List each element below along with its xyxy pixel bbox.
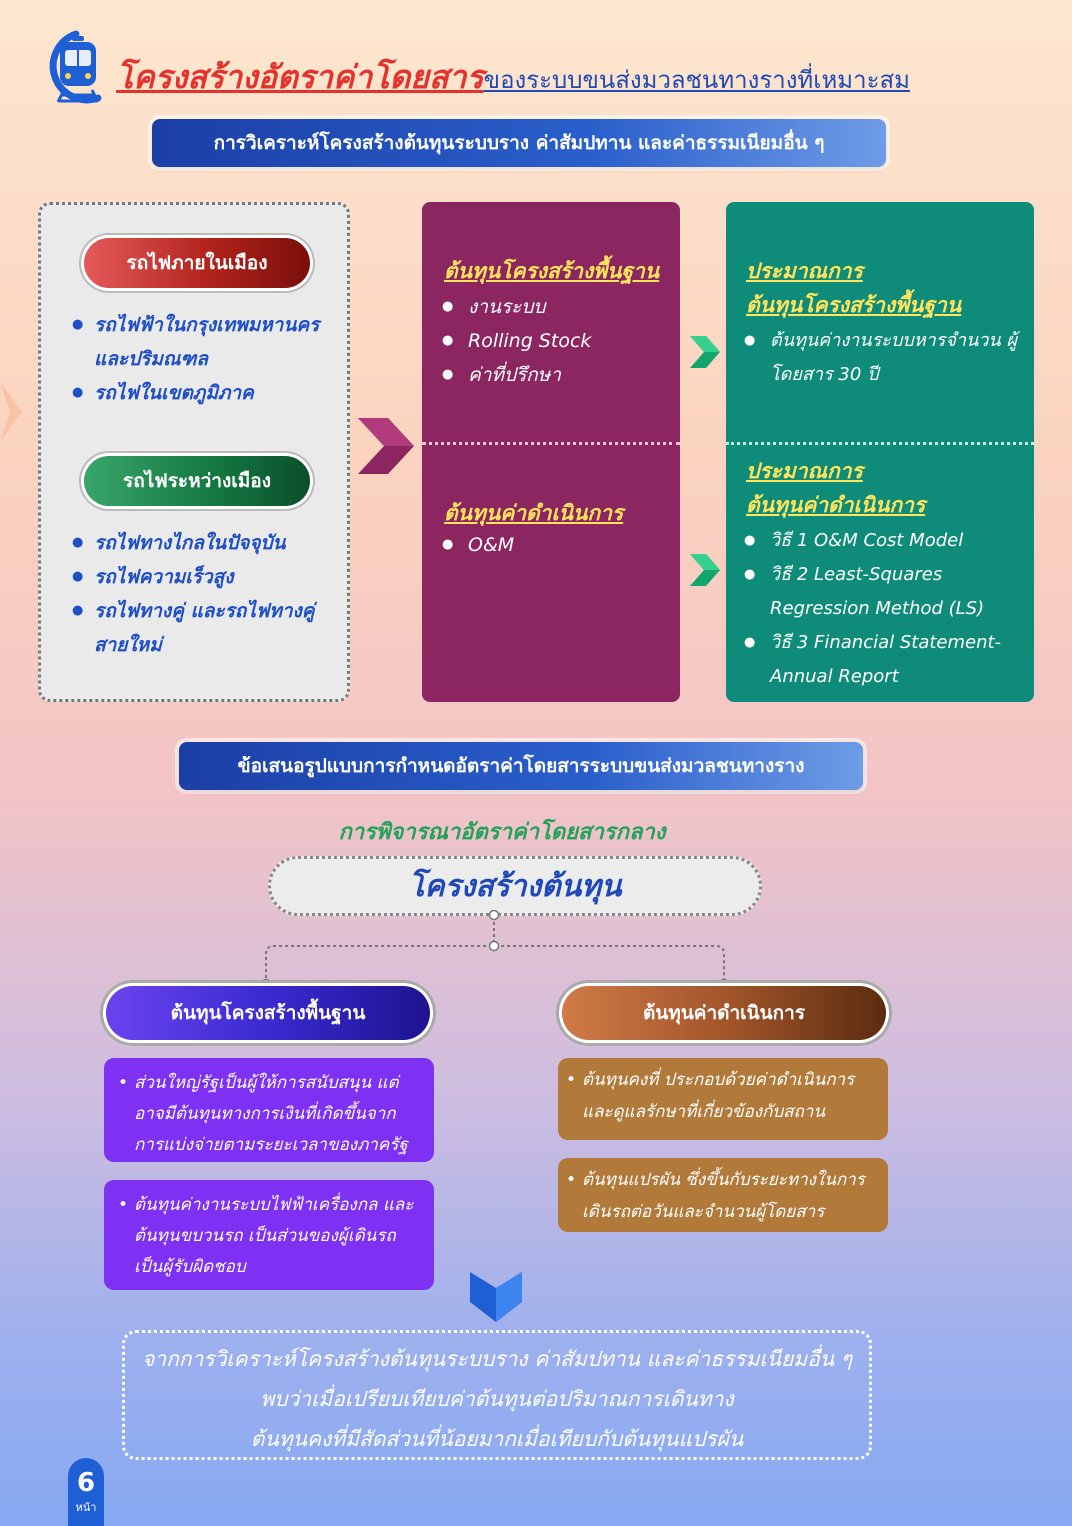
ops-estimate-list-wrap: วิธี 1 O&M Cost Model วิธี 2 Least-Squar… xyxy=(744,524,1030,694)
heading-line: ประมาณการ xyxy=(746,459,863,483)
page-number-badge: 6 หน้า xyxy=(68,1458,104,1526)
cost-structure-box: โครงสร้างต้นทุน xyxy=(268,856,762,916)
proposal-banner: ข้อเสนอรูปแบบการกำหนดอัตราค่าโดยสารระบบข… xyxy=(179,742,863,790)
list-item: รถไฟฟ้าในกรุงเทพมหานคร และปริมณฑล xyxy=(72,308,342,376)
chevron-down-icon xyxy=(470,1272,522,1322)
ops-note-box: ต้นทุนคงที่ ประกอบด้วยค่าดำเนินการ และดู… xyxy=(558,1058,888,1140)
title-main: โครงสร้างอัตราค่าโดยสาร xyxy=(116,58,484,96)
heading-line: ต้นทุนค่าดำเนินการ xyxy=(746,493,926,517)
infra-cost-pill: ต้นทุนโครงสร้างพื้นฐาน xyxy=(106,986,430,1040)
page-title: โครงสร้างอัตราค่าโดยสารของระบบขนส่งมวลชน… xyxy=(116,52,910,103)
tree-connector xyxy=(260,910,730,990)
chevron-right-icon xyxy=(358,418,414,474)
conclusion-line: จากการวิเคราะห์โครงสร้างต้นทุนระบบราง ค่… xyxy=(141,1347,853,1371)
analysis-banner: การวิเคราะห์โครงสร้างต้นทุนระบบราง ค่าสั… xyxy=(152,119,886,167)
list-item: รถไฟในเขตภูมิภาค xyxy=(72,376,342,410)
infra-note-box: ต้นทุนค่างานระบบไฟฟ้าเครื่องกล และ ต้นทุ… xyxy=(104,1180,434,1290)
ops-cost-pill: ต้นทุนค่าดำเนินการ xyxy=(562,986,886,1040)
list-item: รถไฟความเร็วสูง xyxy=(72,560,342,594)
urban-rail-list: รถไฟฟ้าในกรุงเทพมหานคร และปริมณฑล รถไฟใน… xyxy=(72,308,342,410)
ops-estimate-heading: ประมาณการ ต้นทุนค่าดำเนินการ xyxy=(746,454,1026,522)
list-item: Rolling Stock xyxy=(442,324,672,358)
list-item: รถไฟทางไกลในปัจจุบัน xyxy=(72,526,342,560)
list-item: วิธี 1 O&M Cost Model xyxy=(744,524,1030,558)
infra-cost-list: งานระบบ Rolling Stock ค่าที่ปรึกษา xyxy=(442,290,672,392)
intercity-rail-list: รถไฟทางไกลในปัจจุบัน รถไฟความเร็วสูง รถไ… xyxy=(72,526,342,662)
conclusion-box: จากการวิเคราะห์โครงสร้างต้นทุนระบบราง ค่… xyxy=(122,1330,872,1460)
decorative-shape xyxy=(0,382,22,442)
list-item: วิธี 2 Least-Squares Regression Method (… xyxy=(744,558,1030,626)
ops-cost-heading: ต้นทุนค่าดำเนินการ xyxy=(444,501,624,525)
ops-note: ต้นทุนคงที่ ประกอบด้วยค่าดำเนินการ และดู… xyxy=(566,1064,878,1128)
infra-note: ต้นทุนค่างานระบบไฟฟ้าเครื่องกล และ ต้นทุ… xyxy=(118,1190,424,1283)
list-item: O&M xyxy=(442,528,672,562)
chevron-right-icon xyxy=(690,554,720,586)
conclusion-line: พบว่าเมื่อเปรียบเทียบค่าต้นทุนต่อปริมาณก… xyxy=(260,1387,734,1411)
ops-note: ต้นทุนแปรผัน ซึ่งขึ้นกับระยะทางในการ เดิ… xyxy=(566,1164,878,1228)
infra-estimate-heading: ประมาณการ ต้นทุนโครงสร้างพื้นฐาน xyxy=(746,254,1026,322)
list-item: รถไฟทางคู่ และรถไฟทางคู่ สายใหม่ xyxy=(72,594,342,662)
ops-cost-list: O&M xyxy=(442,528,672,562)
ops-estimate-list: วิธี 1 O&M Cost Model วิธี 2 Least-Squar… xyxy=(744,524,1030,694)
infra-note: ส่วนใหญ่รัฐเป็นผู้ให้การสนับสนุน แต่อาจม… xyxy=(118,1068,424,1161)
page-label: หน้า xyxy=(75,1501,97,1514)
ops-note-box: ต้นทุนแปรผัน ซึ่งขึ้นกับระยะทางในการ เดิ… xyxy=(558,1158,888,1232)
intercity-rail-pill: รถไฟระหว่างเมือง xyxy=(84,456,310,506)
page-number: 6 xyxy=(76,1468,96,1498)
conclusion-line: ต้นทุนคงที่มีสัดส่วนที่น้อยมากเมื่อเทียบ… xyxy=(250,1427,744,1451)
chevron-right-icon xyxy=(690,336,720,368)
infra-note-box: ส่วนใหญ่รัฐเป็นผู้ให้การสนับสนุน แต่อาจม… xyxy=(104,1058,434,1162)
heading-line: ประมาณการ xyxy=(746,259,863,283)
list-item: ค่าที่ปรึกษา xyxy=(442,358,672,392)
train-icon xyxy=(49,30,102,104)
urban-rail-pill: รถไฟภายในเมือง xyxy=(84,238,310,288)
infra-estimate-list-wrap: ต้นทุนค่างานระบบหารจำนวน ผู้โดยสาร 30 ปี xyxy=(744,324,1026,392)
list-item: วิธี 3 Financial Statement- Annual Repor… xyxy=(744,626,1030,694)
heading-line: ต้นทุนโครงสร้างพื้นฐาน xyxy=(746,293,962,317)
title-sub: ของระบบขนส่งมวลชนทางรางที่เหมาะสม xyxy=(483,66,910,94)
divider xyxy=(422,442,680,445)
infra-estimate-list: ต้นทุนค่างานระบบหารจำนวน ผู้โดยสาร 30 ปี xyxy=(744,324,1026,392)
infra-cost-heading: ต้นทุนโครงสร้างพื้นฐาน xyxy=(444,259,660,283)
central-fare-title: การพิจารณาอัตราค่าโดยสารกลาง xyxy=(338,820,666,845)
list-item: ต้นทุนค่างานระบบหารจำนวน ผู้โดยสาร 30 ปี xyxy=(744,324,1026,392)
list-item: งานระบบ xyxy=(442,290,672,324)
divider xyxy=(726,442,1034,445)
cost-components-panel xyxy=(422,202,680,702)
